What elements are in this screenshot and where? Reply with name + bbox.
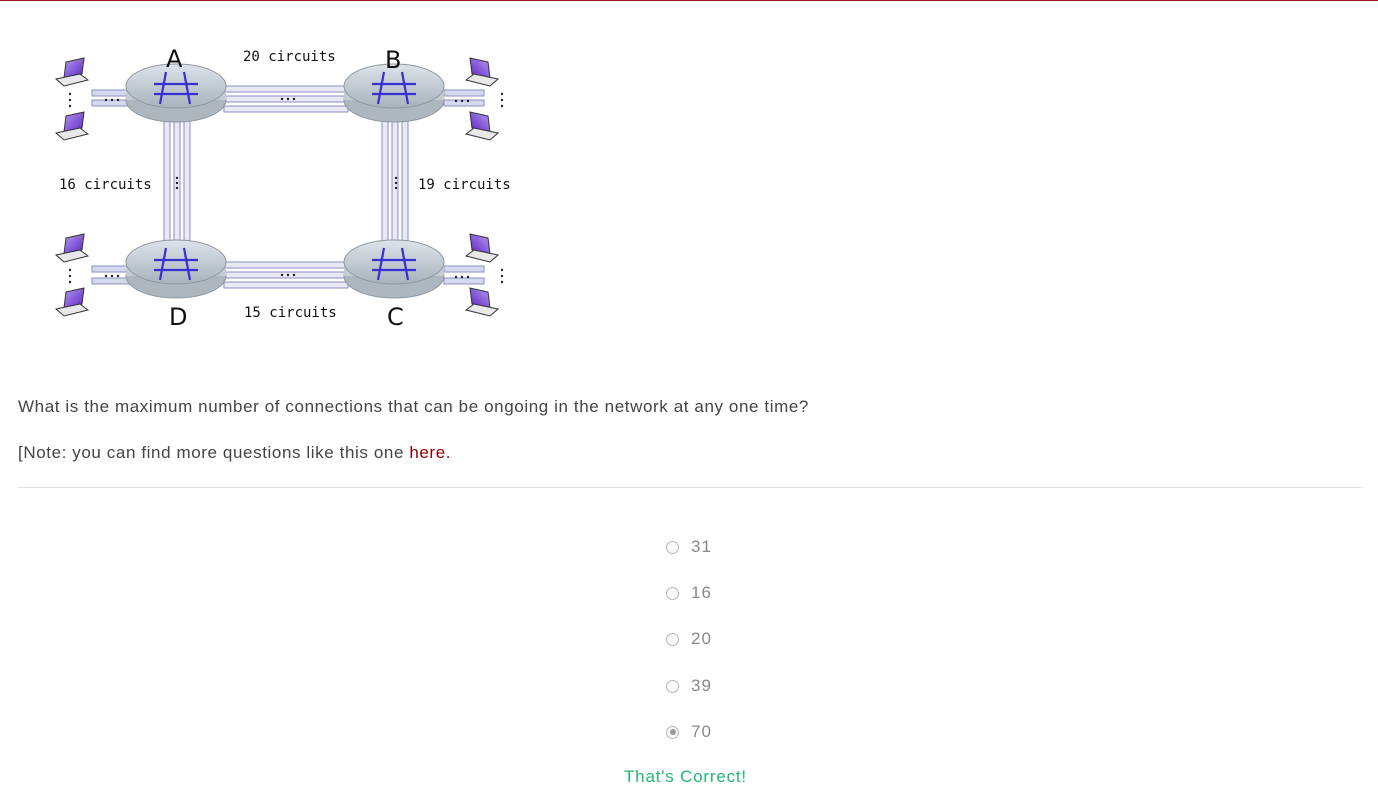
access-link-c bbox=[443, 265, 485, 273]
radio-button[interactable] bbox=[666, 632, 679, 646]
laptop-icon bbox=[465, 233, 499, 263]
laptop-icon bbox=[465, 287, 499, 317]
switch-d-icon bbox=[124, 238, 228, 300]
node-label-b: B bbox=[385, 46, 401, 74]
divider bbox=[18, 487, 1363, 488]
link-ab bbox=[223, 85, 349, 93]
more-questions-link[interactable]: here. bbox=[409, 443, 452, 462]
answer-option[interactable]: 39 bbox=[666, 674, 712, 698]
link-label-dc: 15 circuits bbox=[244, 305, 337, 321]
link-label-ab: 20 circuits bbox=[243, 49, 336, 65]
answer-option[interactable]: 31 bbox=[666, 535, 712, 559]
answer-option-label: 70 bbox=[691, 722, 712, 741]
laptop-icon bbox=[465, 57, 499, 87]
top-accent-bar bbox=[0, 0, 1378, 1]
laptop-icon bbox=[55, 111, 89, 141]
radio-button[interactable] bbox=[666, 540, 679, 554]
radio-button[interactable] bbox=[666, 586, 679, 600]
node-label-c: C bbox=[387, 303, 404, 331]
circuit-network-diagram: A B D C 20 circuits 16 circuits 19 circu… bbox=[48, 40, 528, 336]
link-dc bbox=[223, 261, 349, 269]
answer-option[interactable]: 70 bbox=[666, 720, 712, 744]
laptop-icon bbox=[55, 57, 89, 87]
switch-c-icon bbox=[342, 238, 446, 300]
node-label-d: D bbox=[169, 303, 187, 331]
question-text: What is the maximum number of connection… bbox=[18, 397, 809, 416]
laptop-icon bbox=[465, 111, 499, 141]
answer-option[interactable]: 16 bbox=[666, 581, 712, 605]
link-bc bbox=[381, 119, 389, 257]
access-link-b bbox=[443, 89, 485, 97]
answer-option-label: 39 bbox=[691, 676, 712, 695]
link-label-ad: 16 circuits bbox=[59, 177, 152, 193]
node-label-a: A bbox=[166, 45, 183, 73]
answer-option-label: 20 bbox=[691, 629, 712, 648]
answer-option[interactable]: 20 bbox=[666, 627, 712, 651]
link-ad bbox=[163, 119, 171, 257]
laptop-icon bbox=[55, 287, 89, 317]
radio-button-selected[interactable] bbox=[666, 725, 679, 739]
answer-option-label: 31 bbox=[691, 537, 712, 556]
answer-feedback: That's Correct! bbox=[624, 767, 747, 786]
question-note: [Note: you can find more questions like … bbox=[18, 443, 451, 463]
link-label-bc: 19 circuits bbox=[418, 177, 511, 193]
answer-option-label: 16 bbox=[691, 583, 712, 602]
laptop-icon bbox=[55, 233, 89, 263]
radio-button[interactable] bbox=[666, 679, 679, 693]
note-prefix: [Note: you can find more questions like … bbox=[18, 443, 410, 462]
